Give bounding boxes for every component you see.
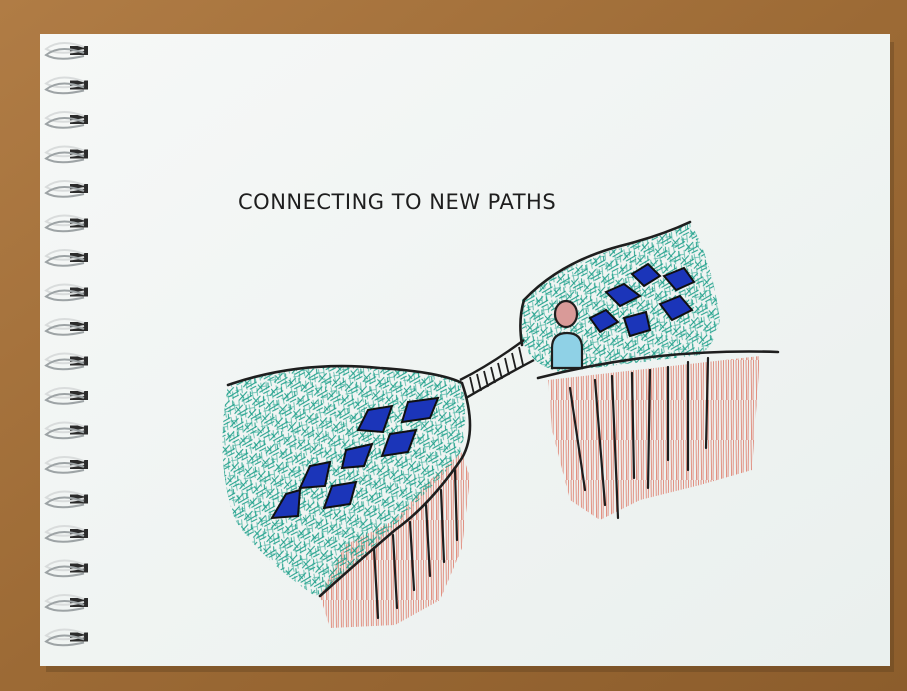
sketch-title: CONNECTING TO NEW PATHS [238, 190, 556, 214]
sketchbook-page [40, 34, 890, 666]
